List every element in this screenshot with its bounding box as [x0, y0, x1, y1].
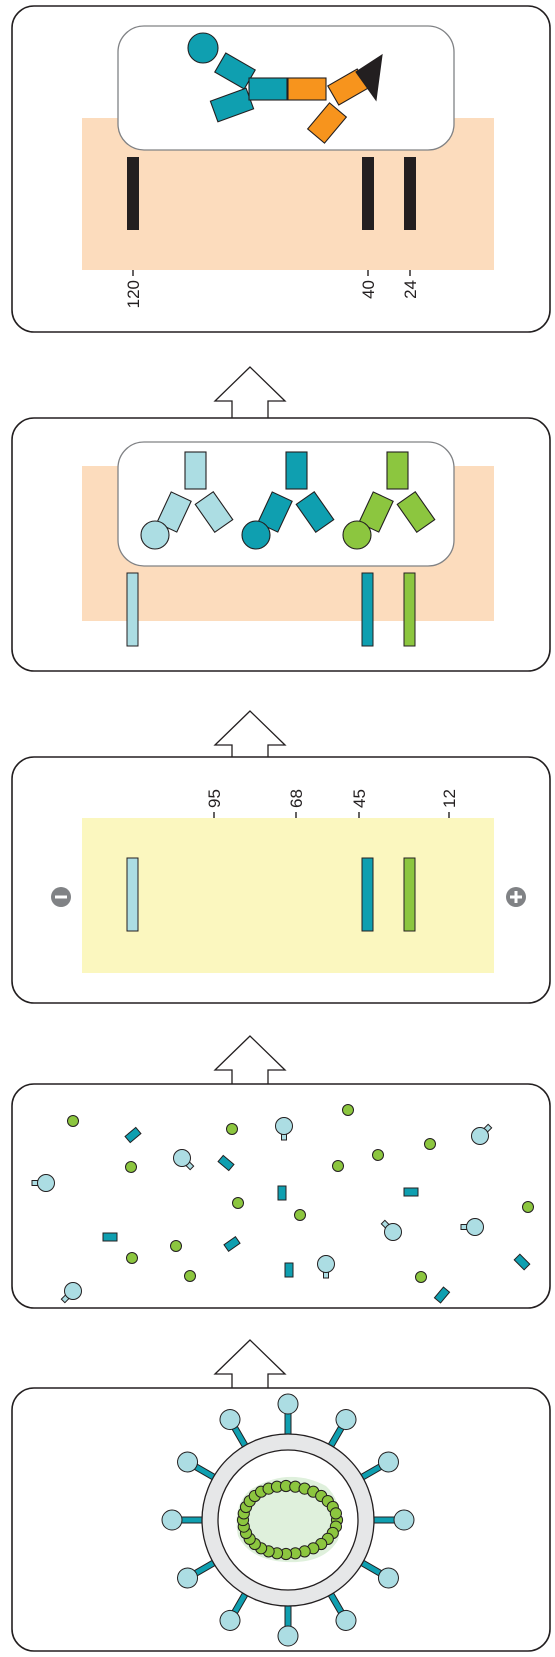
marker-label-40: 40	[359, 280, 378, 299]
green-protein	[232, 1197, 244, 1209]
marker-label-120: 120	[124, 280, 143, 308]
light-blue-protein-group	[31, 1117, 493, 1304]
marker-label-12: 12	[440, 789, 459, 808]
green-protein	[125, 1161, 137, 1173]
light-blue-protein	[31, 1174, 55, 1192]
panel-lysed-proteins	[11, 1083, 551, 1309]
band-120	[127, 157, 139, 230]
green-protein	[372, 1149, 384, 1161]
green-protein	[522, 1201, 534, 1213]
marker-label-24: 24	[401, 280, 420, 299]
antibody-light-blue	[140, 451, 234, 550]
up-arrow-icon	[213, 366, 287, 420]
plus-circle-icon	[506, 887, 526, 907]
minus-circle-icon	[51, 887, 71, 907]
light-blue-protein	[460, 1218, 484, 1236]
capsomere-ring	[236, 1479, 344, 1561]
green-protein	[415, 1271, 427, 1283]
band-light-blue	[126, 572, 139, 647]
band-teal	[361, 572, 374, 647]
panel-gel-electrophoresis: 95 68 45 12	[11, 756, 551, 1004]
green-protein	[226, 1123, 238, 1135]
capsomere	[329, 1507, 342, 1520]
marker-labels: 95 68 45 12	[205, 789, 459, 818]
marker-labels: 120 40 24	[124, 270, 420, 308]
band-teal	[361, 857, 374, 932]
light-blue-protein	[317, 1255, 335, 1279]
light-blue-protein	[173, 1149, 195, 1171]
panel-western-blot: 120 40 24	[11, 5, 551, 333]
up-arrow-icon	[213, 1035, 287, 1089]
light-blue-protein	[380, 1219, 402, 1241]
teal-protein	[217, 1154, 235, 1172]
teal-protein-group	[102, 1126, 531, 1304]
gel	[82, 818, 494, 973]
secondary-antibody-stem	[287, 77, 327, 101]
antibody-green	[342, 451, 436, 550]
antibody-head-circle	[187, 32, 219, 64]
panel-antibody-blot	[11, 417, 551, 672]
marker-label-45: 45	[350, 789, 369, 808]
up-arrow-icon	[213, 710, 287, 764]
light-blue-protein	[471, 1123, 493, 1145]
green-protein	[294, 1209, 306, 1221]
teal-protein	[433, 1286, 451, 1304]
band-24	[404, 157, 416, 230]
band-40	[362, 157, 374, 230]
green-protein	[332, 1160, 344, 1172]
band-green	[403, 572, 416, 647]
antibody-stem	[248, 77, 288, 101]
virus-spike	[277, 1393, 299, 1453]
secondary-antibody-arm-lower	[306, 102, 348, 144]
teal-protein	[102, 1232, 118, 1242]
teal-protein	[284, 1262, 294, 1278]
teal-protein	[124, 1126, 142, 1144]
enzyme-antibody-complex	[187, 32, 383, 144]
teal-protein	[223, 1236, 241, 1252]
teal-protein	[277, 1185, 287, 1201]
green-protein-group	[67, 1104, 534, 1283]
marker-label-95: 95	[205, 789, 224, 808]
band-light-blue	[126, 857, 139, 932]
band-green	[403, 857, 416, 932]
green-protein	[184, 1270, 196, 1282]
green-protein	[67, 1115, 79, 1127]
green-protein	[342, 1104, 354, 1116]
green-protein	[170, 1240, 182, 1252]
antibody-teal	[241, 451, 335, 550]
virus-core	[236, 1476, 341, 1563]
marker-label-68: 68	[287, 789, 306, 808]
light-blue-protein	[275, 1117, 293, 1141]
panel-virus	[11, 1387, 551, 1652]
up-arrow-icon	[213, 1339, 287, 1393]
virus-spike	[318, 1409, 357, 1464]
green-protein	[424, 1138, 436, 1150]
teal-protein	[403, 1187, 419, 1197]
green-protein	[126, 1252, 138, 1264]
light-blue-protein	[60, 1282, 82, 1304]
enzyme-tip	[355, 53, 383, 102]
teal-protein	[513, 1253, 531, 1271]
